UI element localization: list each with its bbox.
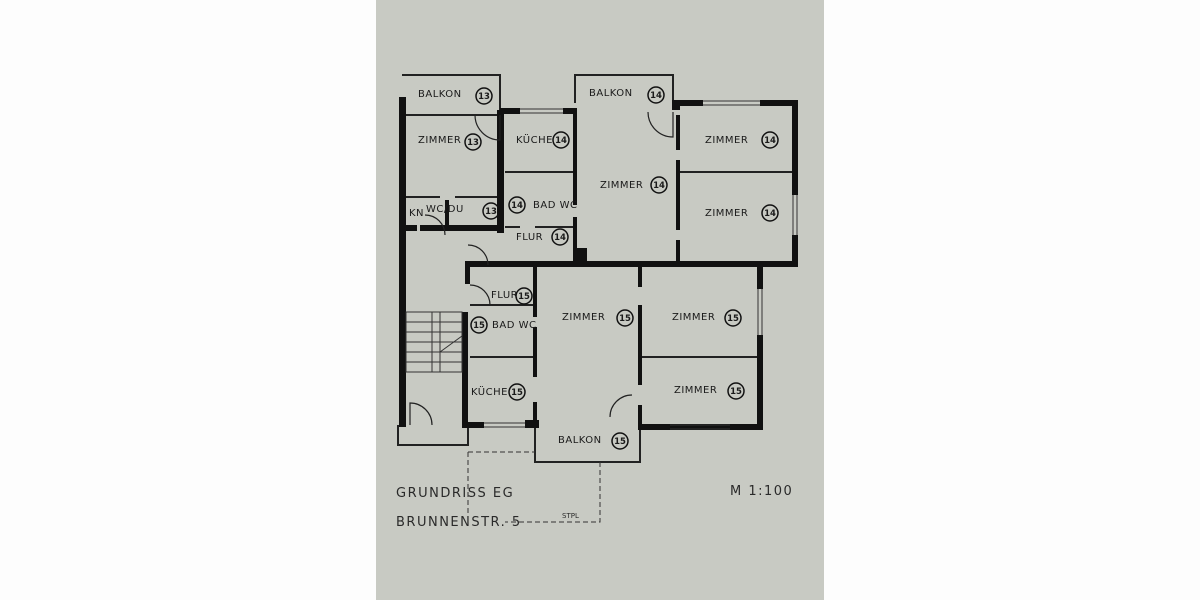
unit-number: 15 xyxy=(730,387,742,397)
room-label: ZIMMER xyxy=(705,135,748,146)
room-label: KÜCHE xyxy=(516,133,553,146)
unit-number: 14 xyxy=(555,136,567,146)
room-label: ZIMMER xyxy=(672,312,715,323)
unit-number: 15 xyxy=(619,314,631,324)
unit-number: 14 xyxy=(554,233,566,243)
unit-number-circle xyxy=(482,202,500,220)
unit-number-circle xyxy=(761,131,779,149)
unit-number-circle xyxy=(508,196,526,214)
unit-number-circle xyxy=(616,309,634,327)
unit-number-circle xyxy=(552,131,570,149)
unit-number: 13 xyxy=(478,92,490,102)
room-label: BALKON xyxy=(558,435,602,446)
unit-number: 14 xyxy=(511,201,523,211)
plan-scale: M 1:100 xyxy=(730,484,793,499)
room-label: ZIMMER xyxy=(674,385,717,396)
unit-number-circle xyxy=(464,133,482,151)
paper-sheet xyxy=(376,0,824,600)
unit-number-circle xyxy=(761,204,779,222)
unit-number: 13 xyxy=(485,207,497,217)
room-label: ZIMMER xyxy=(418,135,461,146)
staircase xyxy=(405,311,463,373)
parking-label: STPL xyxy=(562,512,579,520)
unit-number-circle xyxy=(647,86,665,104)
unit-number: 14 xyxy=(650,91,662,101)
unit-number: 13 xyxy=(467,138,479,148)
unit-number-circle xyxy=(724,309,742,327)
room-label: ZIMMER xyxy=(562,312,605,323)
room-label: ZIMMER xyxy=(600,180,643,191)
unit-number: 15 xyxy=(473,321,485,331)
unit-number: 15 xyxy=(727,314,739,324)
room-label: FLUR xyxy=(516,232,543,243)
plan-address: BRUNNENSTR. 5 xyxy=(396,515,522,530)
room-label: WC/DU xyxy=(426,204,464,215)
unit-number-circle xyxy=(508,383,526,401)
unit-number-circle xyxy=(470,316,488,334)
unit-number-circle xyxy=(515,287,533,305)
room-label: BALKON xyxy=(589,88,633,99)
room-label: BAD WC xyxy=(492,320,536,331)
unit-number: 15 xyxy=(511,388,523,398)
room-label: BALKON xyxy=(418,89,462,100)
room-label: BAD WC xyxy=(533,200,577,211)
thin-walls xyxy=(397,74,797,463)
unit-number: 14 xyxy=(653,181,665,191)
unit-number: 14 xyxy=(764,136,776,146)
room-label: ZIMMER xyxy=(705,208,748,219)
thick-walls xyxy=(399,97,798,430)
room-label: KN xyxy=(409,208,424,219)
unit-number-circle xyxy=(611,432,629,450)
unit-number: 15 xyxy=(614,437,626,447)
unit-number-circle xyxy=(727,382,745,400)
unit-number-circle xyxy=(551,228,569,246)
unit-number-circle xyxy=(475,87,493,105)
room-label: FLUR xyxy=(491,290,518,301)
parking-outline xyxy=(467,451,601,523)
unit-number: 14 xyxy=(764,209,776,219)
unit-number-circle xyxy=(650,176,668,194)
plan-title: GRUNDRISS EG xyxy=(396,486,514,501)
door-swings xyxy=(409,111,674,426)
unit-number: 15 xyxy=(518,292,530,302)
room-label: KÜCHE xyxy=(471,385,508,398)
windows xyxy=(484,100,798,430)
